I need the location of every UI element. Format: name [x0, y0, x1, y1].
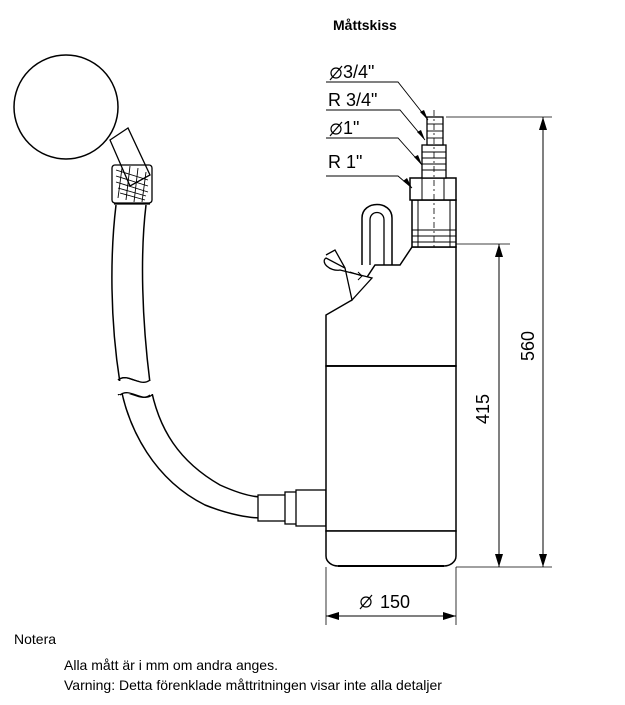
pump-handle — [361, 203, 393, 265]
hose-outer — [111, 204, 263, 519]
drawing-title: Måttskiss — [333, 17, 397, 33]
dim-diameter: 150 — [380, 592, 410, 612]
callout-dia-3-4: 3/4" — [343, 62, 374, 82]
dim-height-total: 560 — [518, 331, 538, 361]
switch-arrow-icon — [349, 271, 363, 281]
float-ball — [13, 54, 119, 160]
dim-height-body: 415 — [473, 394, 493, 424]
pump-upper-housing — [325, 246, 457, 367]
callout-arrowheads — [403, 110, 428, 188]
notes-heading: Notera — [14, 631, 57, 647]
callout-r-1: R 1" — [328, 152, 362, 172]
callout-dia-1: 1" — [343, 118, 359, 138]
pump-body — [325, 365, 457, 532]
float-clamp — [109, 127, 151, 187]
float-clamp-hatch — [115, 165, 149, 203]
note-line-2: Varning: Detta förenklade måttritningen … — [64, 677, 442, 693]
side-boss — [295, 489, 327, 527]
pump-base — [325, 530, 457, 567]
note-line-1: Alla mått är i mm om andra anges. — [64, 657, 278, 673]
extension-lines — [325, 116, 552, 625]
hex-nut-r1 — [409, 177, 457, 201]
switch-lever — [323, 257, 374, 302]
float-clamp-band — [111, 164, 153, 204]
hose-inner — [141, 204, 263, 498]
callout-r-3-4: R 3/4" — [328, 90, 377, 110]
diameter-symbol-icon — [329, 65, 373, 610]
